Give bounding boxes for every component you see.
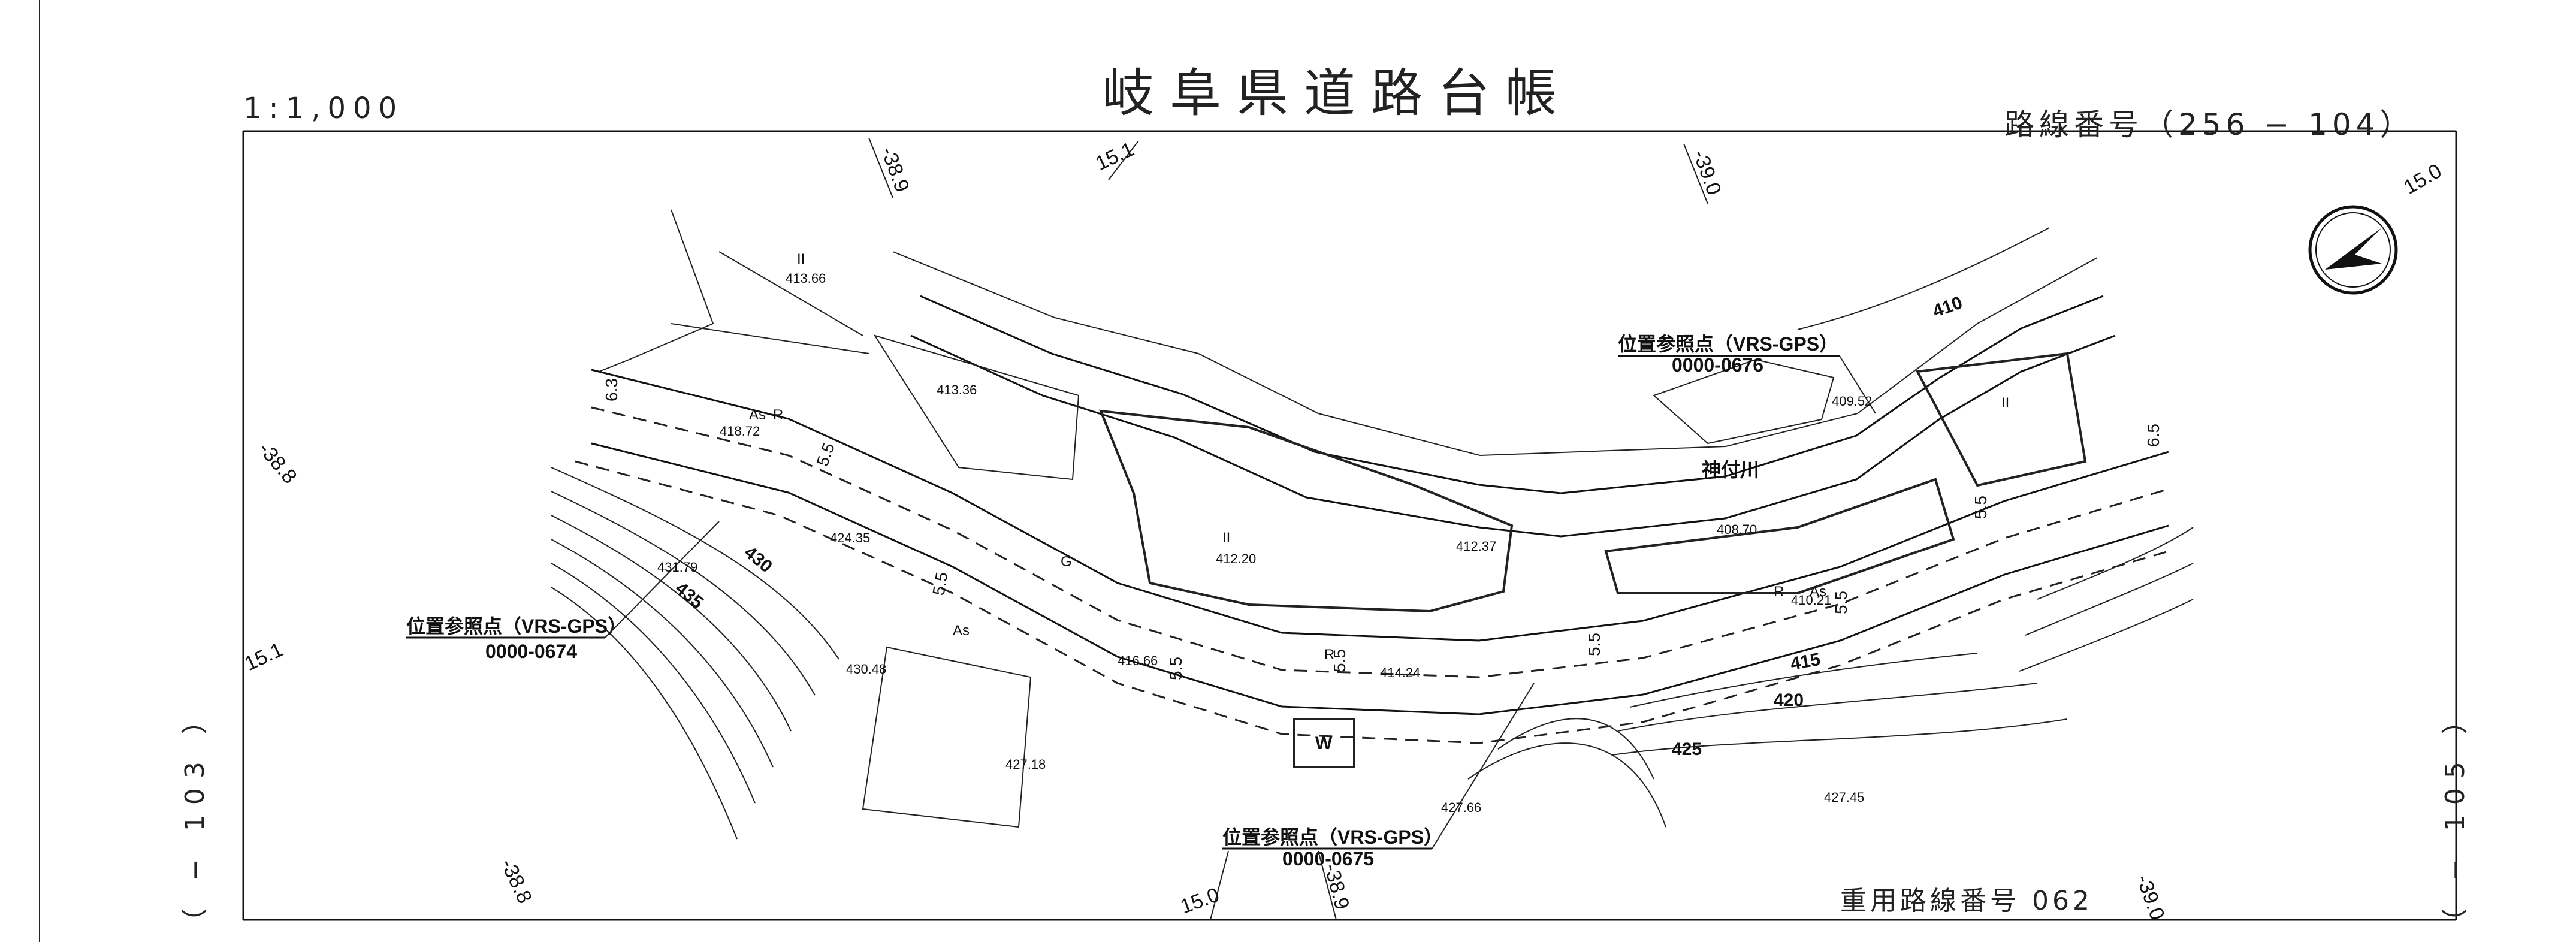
road-width: 5.5 xyxy=(929,570,951,597)
road-width: 5.5 xyxy=(1971,496,1990,519)
reference-point-0675: 位置参照点（VRS-GPS） 0000-0675 xyxy=(1222,683,1535,869)
parcels xyxy=(599,209,2087,828)
water-symbol: W xyxy=(1315,733,1333,753)
elevation: 409.52 xyxy=(1832,394,1872,409)
road-width: 6.5 xyxy=(2144,424,2163,447)
route-number: 路線番号（256 − 104） xyxy=(2004,107,2415,142)
road-width: 5.5 xyxy=(1832,591,1850,614)
grid-label: 15.1 xyxy=(241,638,286,675)
road-width: 5.5 xyxy=(1585,633,1603,656)
elevation: 414.24 xyxy=(1380,665,1420,680)
road-symbol: R xyxy=(1774,584,1784,600)
road-width: 5.5 xyxy=(1330,649,1349,672)
elevation: 408.70 xyxy=(1717,522,1757,537)
adjacent-sheet-right: （ − 105 ） xyxy=(2440,698,2471,935)
contour-label: 410 xyxy=(1930,292,1965,321)
contour-label: 425 xyxy=(1672,739,1702,759)
overlap-route-number: 重用路線番号 062 xyxy=(1840,886,2093,916)
contour-label: 430 xyxy=(741,542,777,576)
scale-label: 1:1,000 xyxy=(243,92,404,125)
elevation: 431.79 xyxy=(657,560,697,575)
contour-label: 420 xyxy=(1774,690,1804,710)
reference-point-0674: 位置参照点（VRS-GPS） 0000-0674 xyxy=(406,521,720,662)
contour-lines xyxy=(551,227,2194,840)
elevation: 430.48 xyxy=(846,662,886,677)
elevation: 427.45 xyxy=(1824,790,1864,805)
grid-label: -38.8 xyxy=(496,855,536,907)
svg-text:0000-0675: 0000-0675 xyxy=(1282,848,1374,869)
elevation: 412.37 xyxy=(1456,539,1496,554)
grid-label: 15.1 xyxy=(1092,138,1137,175)
elevation: 410.21 xyxy=(1791,593,1831,608)
asphalt-symbol: As xyxy=(953,623,970,639)
elevation: 427.18 xyxy=(1005,757,1046,772)
grid-label: -38.8 xyxy=(254,438,301,488)
field-symbol: II xyxy=(797,251,805,267)
reference-point-0676: 位置参照点（VRS-GPS） 0000-0676 xyxy=(1618,333,1876,414)
river-name: 神付川 xyxy=(1702,459,1759,481)
grid-label: 15.0 xyxy=(2400,159,2445,199)
road-symbol: R xyxy=(1324,647,1334,663)
svg-text:位置参照点（VRS-GPS）: 位置参照点（VRS-GPS） xyxy=(1618,333,1838,355)
ground-symbol: G xyxy=(1061,554,1072,570)
field-symbol: II xyxy=(1222,530,1230,546)
elevation: 418.72 xyxy=(720,424,760,439)
elevation: 427.66 xyxy=(1441,800,1481,815)
north-arrow-icon xyxy=(2308,205,2398,295)
asphalt-symbol: As xyxy=(749,407,766,423)
asphalt-symbol: As xyxy=(1810,584,1826,600)
svg-text:0000-0676: 0000-0676 xyxy=(1672,354,1763,376)
grid-label: 15.0 xyxy=(1177,883,1222,918)
road-width: 5.5 xyxy=(813,440,838,469)
road-width: 6.3 xyxy=(602,378,621,401)
grid-label: -39.0 xyxy=(1688,147,1725,198)
elevation: 416.66 xyxy=(1118,653,1158,668)
contour-label: 435 xyxy=(672,578,708,612)
road-symbol: R xyxy=(773,407,783,423)
elevation: 424.35 xyxy=(830,530,870,545)
svg-text:位置参照点（VRS-GPS）: 位置参照点（VRS-GPS） xyxy=(406,615,627,637)
adjacent-sheet-left: （ − 103 ） xyxy=(180,698,210,935)
svg-text:0000-0674: 0000-0674 xyxy=(485,641,577,662)
elevation: 413.36 xyxy=(937,382,977,397)
elevation: 413.66 xyxy=(786,271,826,286)
elevation: 412.20 xyxy=(1216,551,1256,566)
river xyxy=(892,251,2116,538)
road-width: 5.5 xyxy=(1167,657,1185,680)
svg-text:位置参照点（VRS-GPS）: 位置参照点（VRS-GPS） xyxy=(1222,826,1443,848)
road xyxy=(575,369,2169,744)
grid-label: -39.0 xyxy=(2131,872,2169,923)
page-title: 岐阜県道路台帳 xyxy=(1103,64,1572,123)
field-symbol: II xyxy=(2001,395,2009,411)
